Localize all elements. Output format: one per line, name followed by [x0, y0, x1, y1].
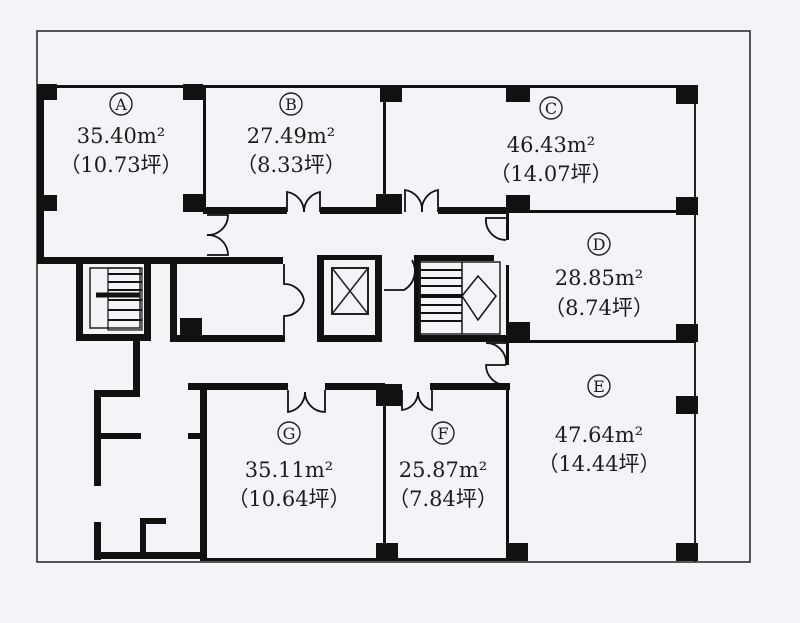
- stair-left-icon: [89, 267, 143, 331]
- label-room-e: E 47.64m² （14.44坪）: [537, 374, 661, 476]
- room-g: [188, 383, 385, 561]
- room-letter: G: [283, 424, 296, 443]
- room-area: 35.11m²: [245, 458, 333, 482]
- room-letter: A: [114, 95, 127, 114]
- room-a: [37, 84, 283, 264]
- room-area: 47.64m²: [555, 423, 643, 447]
- label-room-b: B 27.49m² （8.33坪）: [236, 92, 346, 177]
- label-room-c: C 46.43m² （14.07坪）: [489, 96, 613, 186]
- site-boundary: [36, 30, 751, 563]
- label-room-a: A 35.40m² （10.73坪）: [59, 92, 183, 177]
- room-tsubo: （14.07坪）: [489, 162, 612, 186]
- room-letter: E: [593, 377, 605, 396]
- letter-circle: [109, 92, 133, 116]
- room-letter: C: [545, 99, 557, 118]
- room-letter: F: [437, 424, 448, 443]
- room-area: 27.49m²: [247, 124, 335, 148]
- room-area: 28.85m²: [555, 266, 643, 290]
- elevator-icon: [331, 267, 369, 315]
- letter-circle: [279, 92, 303, 116]
- room-area: 46.43m²: [507, 133, 595, 157]
- letter-circle: [277, 421, 301, 445]
- letter-circle: [431, 421, 455, 445]
- room-tsubo: （14.44坪）: [537, 452, 660, 476]
- room-tsubo: （8.74坪）: [544, 296, 654, 320]
- room-letter: D: [593, 235, 606, 254]
- room-d: [506, 210, 698, 343]
- letter-circle: [539, 96, 563, 120]
- room-area: 35.40m²: [77, 124, 165, 148]
- letter-circle: [587, 232, 611, 256]
- room-tsubo: （8.33坪）: [236, 153, 346, 177]
- room-e: [506, 340, 698, 561]
- label-room-d: D 28.85m² （8.74坪）: [544, 232, 654, 320]
- room-tsubo: （10.64坪）: [227, 487, 350, 511]
- room-letter: B: [285, 95, 297, 114]
- core-walls: [76, 255, 509, 560]
- letter-circle: [587, 374, 611, 398]
- room-tsubo: （10.73坪）: [59, 153, 182, 177]
- doors: [206, 188, 507, 414]
- room-tsubo: （7.84坪）: [388, 487, 498, 511]
- room-b: [183, 85, 402, 214]
- room-area: 25.87m²: [399, 458, 487, 482]
- room-c: [386, 85, 698, 215]
- stair-right-icon: [419, 261, 501, 335]
- label-room-f: F 25.87m² （7.84坪）: [388, 421, 498, 511]
- label-room-g: G 35.11m² （10.64坪）: [227, 421, 351, 511]
